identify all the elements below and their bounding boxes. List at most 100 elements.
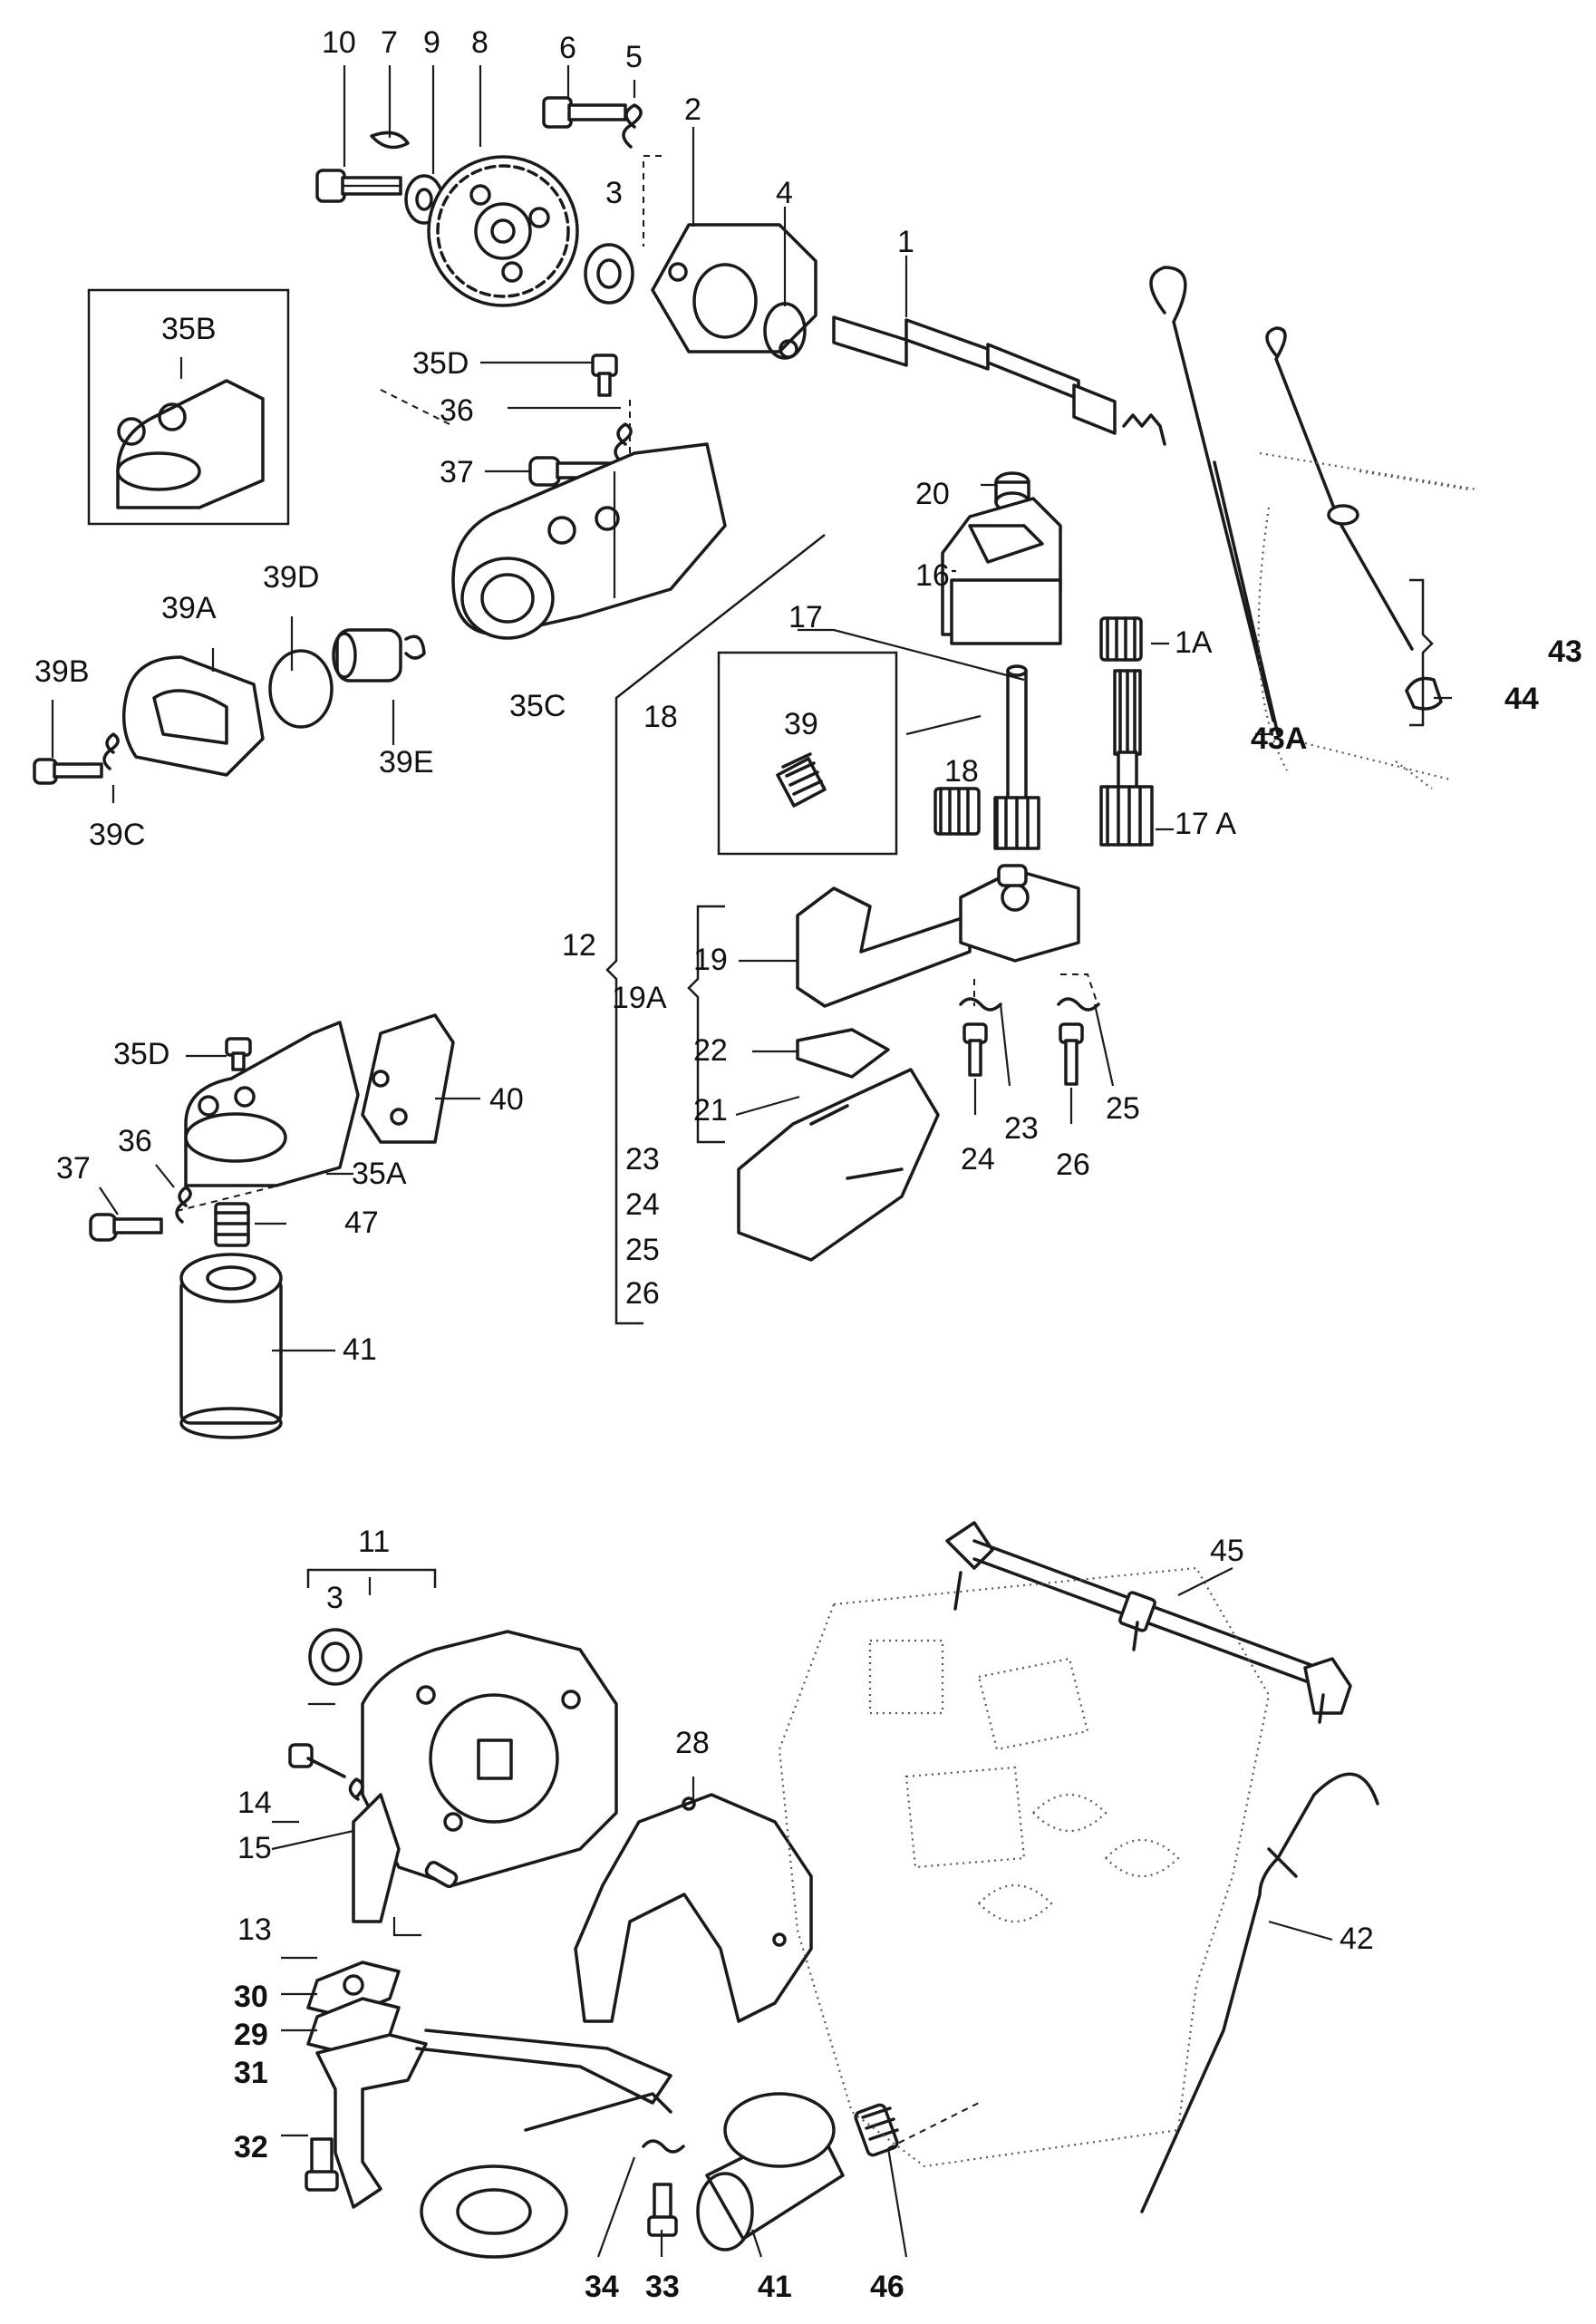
label-17: 17 [788,600,823,634]
label-39: 39 [784,707,818,741]
label-12: 12 [562,928,596,963]
flange-2 [651,223,817,359]
label-43: 43 [1548,634,1582,669]
label-11: 11 [358,1525,390,1559]
gear-1a [1099,616,1143,662]
label-25-list: 25 [625,1233,660,1267]
label-17a: 17 A [1175,807,1236,841]
label-24-list: 24 [625,1187,660,1222]
brace-12 [605,534,826,1325]
label-41: 41 [343,1332,377,1367]
adapter-47 [214,1202,250,1247]
label-18: 18 [944,754,979,789]
label-35b: 35B [161,312,217,346]
label-42: 42 [1340,1922,1374,1956]
label-1: 1 [897,225,914,259]
washer-36-lower [175,1186,192,1224]
shaft-17 [993,664,1040,850]
label-46: 46 [870,2270,904,2304]
washer-25 [1057,997,1100,1012]
label-21: 21 [693,1093,728,1128]
label-26: 26 [1056,1147,1090,1182]
label-19a: 19A [612,981,667,1015]
bolt-35d-lower [225,1037,252,1071]
inset-box-35b [87,288,290,526]
label-35c: 35C [509,689,566,723]
washer-5 [622,103,643,149]
label-6: 6 [559,31,576,65]
label-10: 10 [322,25,356,60]
bolt-10 [315,169,402,203]
label-37-lower: 37 [56,1151,91,1186]
label-2: 2 [684,92,701,127]
strainer-31 [420,2164,568,2259]
seal-3 [584,243,634,305]
pin-13 [424,1861,459,1888]
bolt-14 [288,1743,346,1778]
label-3-lower: 3 [326,1581,343,1615]
label-5: 5 [625,40,643,74]
label-34: 34 [585,2270,619,2304]
label-44: 44 [1504,682,1539,716]
label-8: 8 [471,25,488,60]
label-4: 4 [776,176,793,210]
brace-43 [1409,578,1434,727]
label-22: 22 [693,1033,728,1068]
o-ring-39d [268,649,334,729]
label-40: 40 [489,1082,524,1117]
label-35d-lower: 35D [113,1037,169,1071]
label-28: 28 [675,1726,710,1760]
label-23: 23 [1004,1111,1039,1146]
label-7: 7 [381,25,398,60]
gasket-28 [574,1793,813,2023]
label-39a: 39A [161,591,217,625]
dipstick-42 [1140,1772,1379,2213]
label-36-lower: 36 [118,1124,152,1158]
brace-19a [687,905,725,1144]
label-23-list: 23 [625,1142,660,1177]
label-39c: 39C [89,818,145,852]
gear-18 [933,787,981,836]
label-26-list: 26 [625,1276,660,1311]
vent-hose-45 [945,1521,1352,1724]
bolt-35d [591,353,618,397]
inset-box-39 [717,651,898,856]
label-36: 36 [440,393,474,428]
gasket-39a [121,655,265,777]
label-45: 45 [1210,1534,1244,1568]
label-14: 14 [237,1786,272,1820]
label-9: 9 [423,25,440,60]
pump-body-16 [941,497,1062,645]
label-39e: 39E [379,745,434,780]
oil-filter-housing-35c [451,442,727,640]
label-29: 29 [234,2018,268,2052]
label-37: 37 [440,455,474,489]
label-35d: 35D [412,346,469,381]
shaft-17a [1099,669,1154,847]
filter-housing-35b [116,379,265,509]
valve-39e [332,628,426,683]
dipstick-43 [1265,326,1414,651]
bolt-39b [33,758,103,785]
label-3: 3 [605,176,623,210]
label-19: 19 [693,943,728,977]
bracket-11 [306,1568,437,1588]
washer-23 [959,997,1002,1012]
bolt-37-lower [89,1213,163,1242]
bolt-6 [542,96,627,129]
oil-pick-up-31 [315,2029,672,2209]
baffle-21 [737,1068,940,1262]
label-35a: 35A [352,1157,407,1191]
dashed-guides [176,155,1098,2149]
oil-filter-41 [179,1253,283,1439]
oil-pump-11 [352,1630,618,1923]
washer-36 [614,422,633,464]
oil-pick-up-19 [796,864,1080,1008]
label-1a: 1A [1175,625,1213,660]
label-41-lower: 41 [758,2270,792,2304]
gasket-22 [796,1028,890,1079]
bolt-26 [1059,1022,1084,1086]
washer-39c [102,732,120,770]
label-31: 31 [234,2056,268,2090]
label-13: 13 [237,1912,272,1947]
